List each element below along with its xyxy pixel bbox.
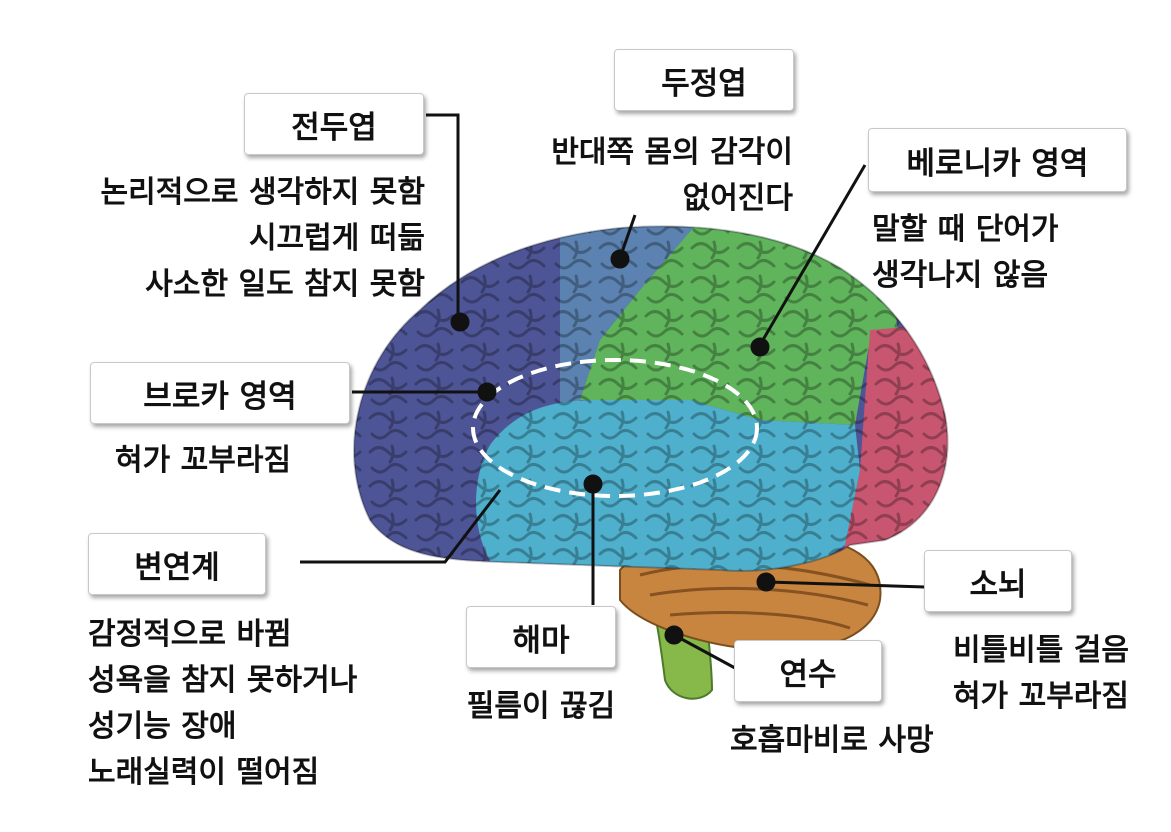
cerebellum-label: 소뇌 xyxy=(924,550,1072,612)
limbic-system-description: 감정적으로 바뀜 성욕을 참지 못하거나 성기능 장애 노래실력이 떨어짐 xyxy=(88,612,357,796)
limbic-system-label: 변연계 xyxy=(88,533,266,595)
parietal-lobe-label: 두정엽 xyxy=(614,49,794,111)
cerebellum-leader-line xyxy=(767,580,926,589)
broca-area-description: 혀가 꼬부라짐 xyxy=(115,438,291,484)
cerebellum-description: 비틀비틀 걸음 혀가 꼬부라짐 xyxy=(953,628,1129,720)
description-line: 시끄럽게 떠듦 xyxy=(248,221,425,256)
broca-area-label: 브로카 영역 xyxy=(90,362,350,424)
hippocampus-label: 해마 xyxy=(466,606,616,668)
medulla-label: 연수 xyxy=(734,640,882,702)
description-line: 필름이 끊김 xyxy=(466,689,616,724)
limbic-area-outline xyxy=(471,358,759,498)
description-line: 논리적으로 생각하지 못함 xyxy=(100,175,426,210)
description-line: 혀가 꼬부라짐 xyxy=(952,679,1129,714)
parietal-lobe-description: 반대쪽 몸의 감각이 없어진다 xyxy=(551,130,793,222)
description-line: 혀가 꼬부라짐 xyxy=(115,443,292,478)
frontal-lobe-label: 전두엽 xyxy=(244,93,424,155)
frontal-lobe-description: 논리적으로 생각하지 못함 시끄럽게 떠듦 사소한 일도 참지 못함 xyxy=(101,170,426,308)
wernicke-leader-line xyxy=(758,164,867,346)
wernicke-area-label: 베로니카 영역 xyxy=(868,128,1127,192)
frontal-leader-line xyxy=(426,113,460,320)
description-line: 호흡마비로 사망 xyxy=(730,723,934,758)
description-line: 노래실력이 떨어짐 xyxy=(88,755,320,790)
wernicke-area-description: 말할 때 단어가 생각나지 않음 xyxy=(872,207,1059,299)
description-line: 생각나지 않음 xyxy=(872,258,1049,293)
medulla-leader-line xyxy=(675,634,736,670)
description-line: 감정적으로 바뀜 xyxy=(88,617,292,652)
description-line: 성욕을 참지 못하거나 xyxy=(88,663,358,698)
limbic-leader-line xyxy=(300,489,502,564)
description-line: 비틀비틀 걸음 xyxy=(952,633,1129,668)
description-line: 반대쪽 몸의 감각이 xyxy=(551,135,793,170)
description-line: 성기능 장애 xyxy=(88,709,237,744)
description-line: 말할 때 단어가 xyxy=(872,212,1059,247)
description-line: 없어진다 xyxy=(682,181,793,216)
description-line: 사소한 일도 참지 못함 xyxy=(145,267,425,302)
medulla-description: 호흡마비로 사망 xyxy=(730,718,934,764)
hippocampus-description: 필름이 끊김 xyxy=(446,684,636,730)
